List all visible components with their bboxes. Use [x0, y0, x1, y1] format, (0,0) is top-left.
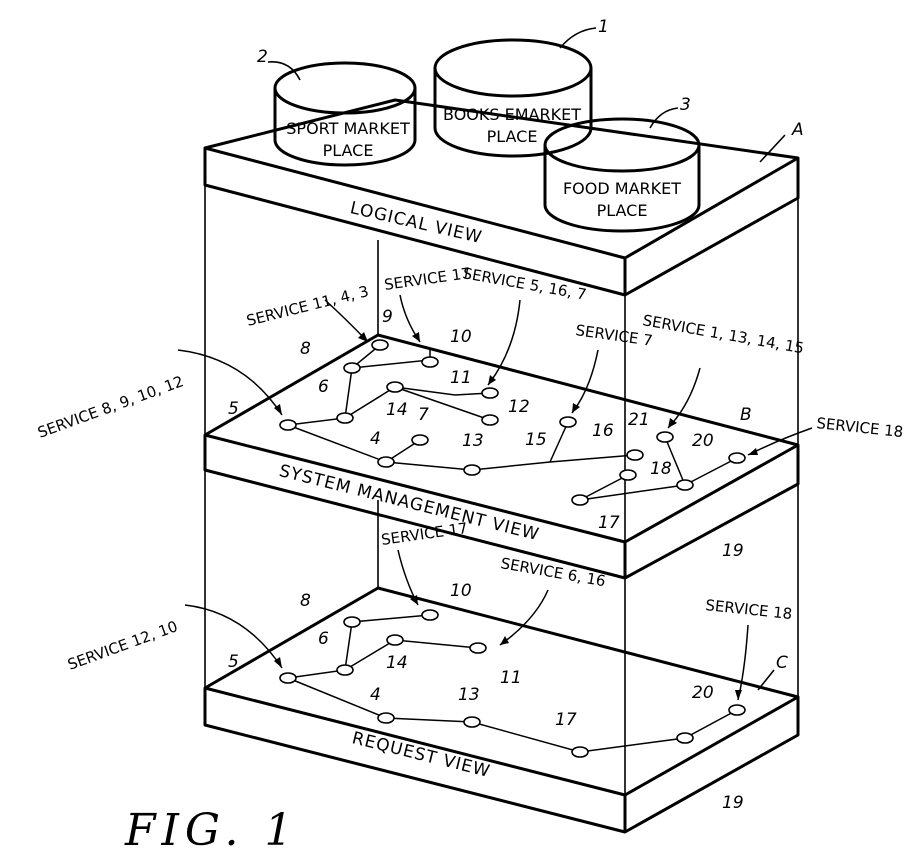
sport-market-number: 2	[257, 47, 268, 67]
system-node-label-14: 14	[386, 400, 408, 420]
books-market-line2: PLACE	[487, 127, 538, 146]
system-node-label-10: 10	[450, 327, 472, 347]
service-label-17-request: SERVICE 17	[380, 519, 469, 549]
request-node-label-20: 20	[692, 683, 714, 703]
system-node-15	[560, 417, 576, 427]
system-node-13	[464, 465, 480, 475]
request-node-label-13: 13	[458, 685, 480, 705]
request-node-10	[422, 610, 438, 620]
system-node-9	[372, 340, 388, 350]
request-node-label-19: 19	[722, 793, 744, 813]
system-node-label-11: 11	[450, 368, 472, 388]
leader-line	[760, 135, 785, 162]
system-node-label-9: 9	[382, 307, 393, 327]
request-node-6	[337, 665, 353, 675]
system-node-5	[280, 420, 296, 430]
sport-market-line1: SPORT MARKET	[286, 119, 410, 138]
system-node-label-21: 21	[628, 410, 650, 430]
system-node-label-13: 13	[462, 431, 484, 451]
system-node-21	[657, 432, 673, 442]
system-node-label-5: 5	[228, 399, 239, 419]
system-node-label-16: 16	[592, 421, 614, 441]
system-management-layer: SYSTEM MANAGEMENT VIEW B	[205, 335, 798, 578]
request-node-5	[280, 673, 296, 683]
system-node-18	[620, 470, 636, 480]
request-node-label-8: 8	[300, 591, 311, 611]
request-node-label-5: 5	[228, 652, 239, 672]
service-label-18-request: SERVICE 18	[705, 596, 793, 623]
system-node-8	[344, 363, 360, 373]
system-node-label-17: 17	[598, 513, 620, 533]
request-node-14	[387, 635, 403, 645]
books-market-cylinder: BOOKS EMARKET PLACE 1	[435, 17, 609, 156]
system-node-4	[378, 457, 394, 467]
request-node-20	[729, 705, 745, 715]
request-node-label-4: 4	[370, 685, 381, 705]
figure-label: FIG. 1	[124, 805, 298, 856]
food-market-number: 3	[680, 95, 691, 115]
system-node-20	[729, 453, 745, 463]
request-view-layer: REQUEST VIEW C	[205, 588, 798, 832]
sport-market-line2: PLACE	[323, 141, 374, 160]
system-node-label-8: 8	[300, 339, 311, 359]
request-node-11	[470, 643, 486, 653]
request-node-label-17: 17	[555, 710, 577, 730]
system-node-label-12: 12	[508, 397, 530, 417]
system-node-6	[337, 413, 353, 423]
system-node-17	[572, 495, 588, 505]
request-node-13	[464, 717, 480, 727]
food-market-line2: PLACE	[597, 201, 648, 220]
system-node-label-18: 18	[650, 459, 672, 479]
system-node-12	[482, 415, 498, 425]
books-market-number: 1	[598, 17, 609, 37]
request-node-label-10: 10	[450, 581, 472, 601]
system-node-7	[412, 435, 428, 445]
system-node-label-20: 20	[692, 431, 714, 451]
request-node-8	[344, 617, 360, 627]
request-node-label-6: 6	[318, 629, 329, 649]
request-node-19	[677, 733, 693, 743]
system-node-label-15: 15	[525, 430, 547, 450]
layer-letter-c: C	[776, 653, 788, 673]
request-node-17	[572, 747, 588, 757]
service-label-18-system: SERVICE 18	[816, 414, 904, 441]
layer-letter-a: A	[791, 120, 804, 140]
service-label-17-system: SERVICE 17	[383, 264, 472, 294]
system-node-label-19: 19	[722, 541, 744, 561]
request-node-label-14: 14	[386, 653, 408, 673]
system-node-19	[677, 480, 693, 490]
layer-letter-b: B	[740, 405, 752, 425]
request-node-label-11: 11	[500, 668, 522, 688]
request-node-4	[378, 713, 394, 723]
books-market-line1: BOOKS EMARKET	[443, 105, 581, 124]
service-label-1-13-14-15: SERVICE 1, 13, 14, 15	[641, 311, 805, 357]
system-node-11	[482, 388, 498, 398]
system-node-14	[387, 382, 403, 392]
system-node-16	[627, 450, 643, 460]
service-label-11-4-3: SERVICE 11, 4, 3	[245, 282, 371, 330]
service-label-12-10: SERVICE 12, 10	[65, 617, 180, 673]
system-node-label-6: 6	[318, 377, 329, 397]
system-node-label-7: 7	[418, 405, 429, 425]
food-market-line1: FOOD MARKET	[563, 179, 681, 198]
system-node-label-4: 4	[370, 429, 381, 449]
service-label-8-9-10-12: SERVICE 8, 9, 10, 12	[35, 372, 186, 442]
sport-market-cylinder: SPORT MARKET PLACE 2	[257, 47, 415, 165]
system-node-10	[422, 357, 438, 367]
